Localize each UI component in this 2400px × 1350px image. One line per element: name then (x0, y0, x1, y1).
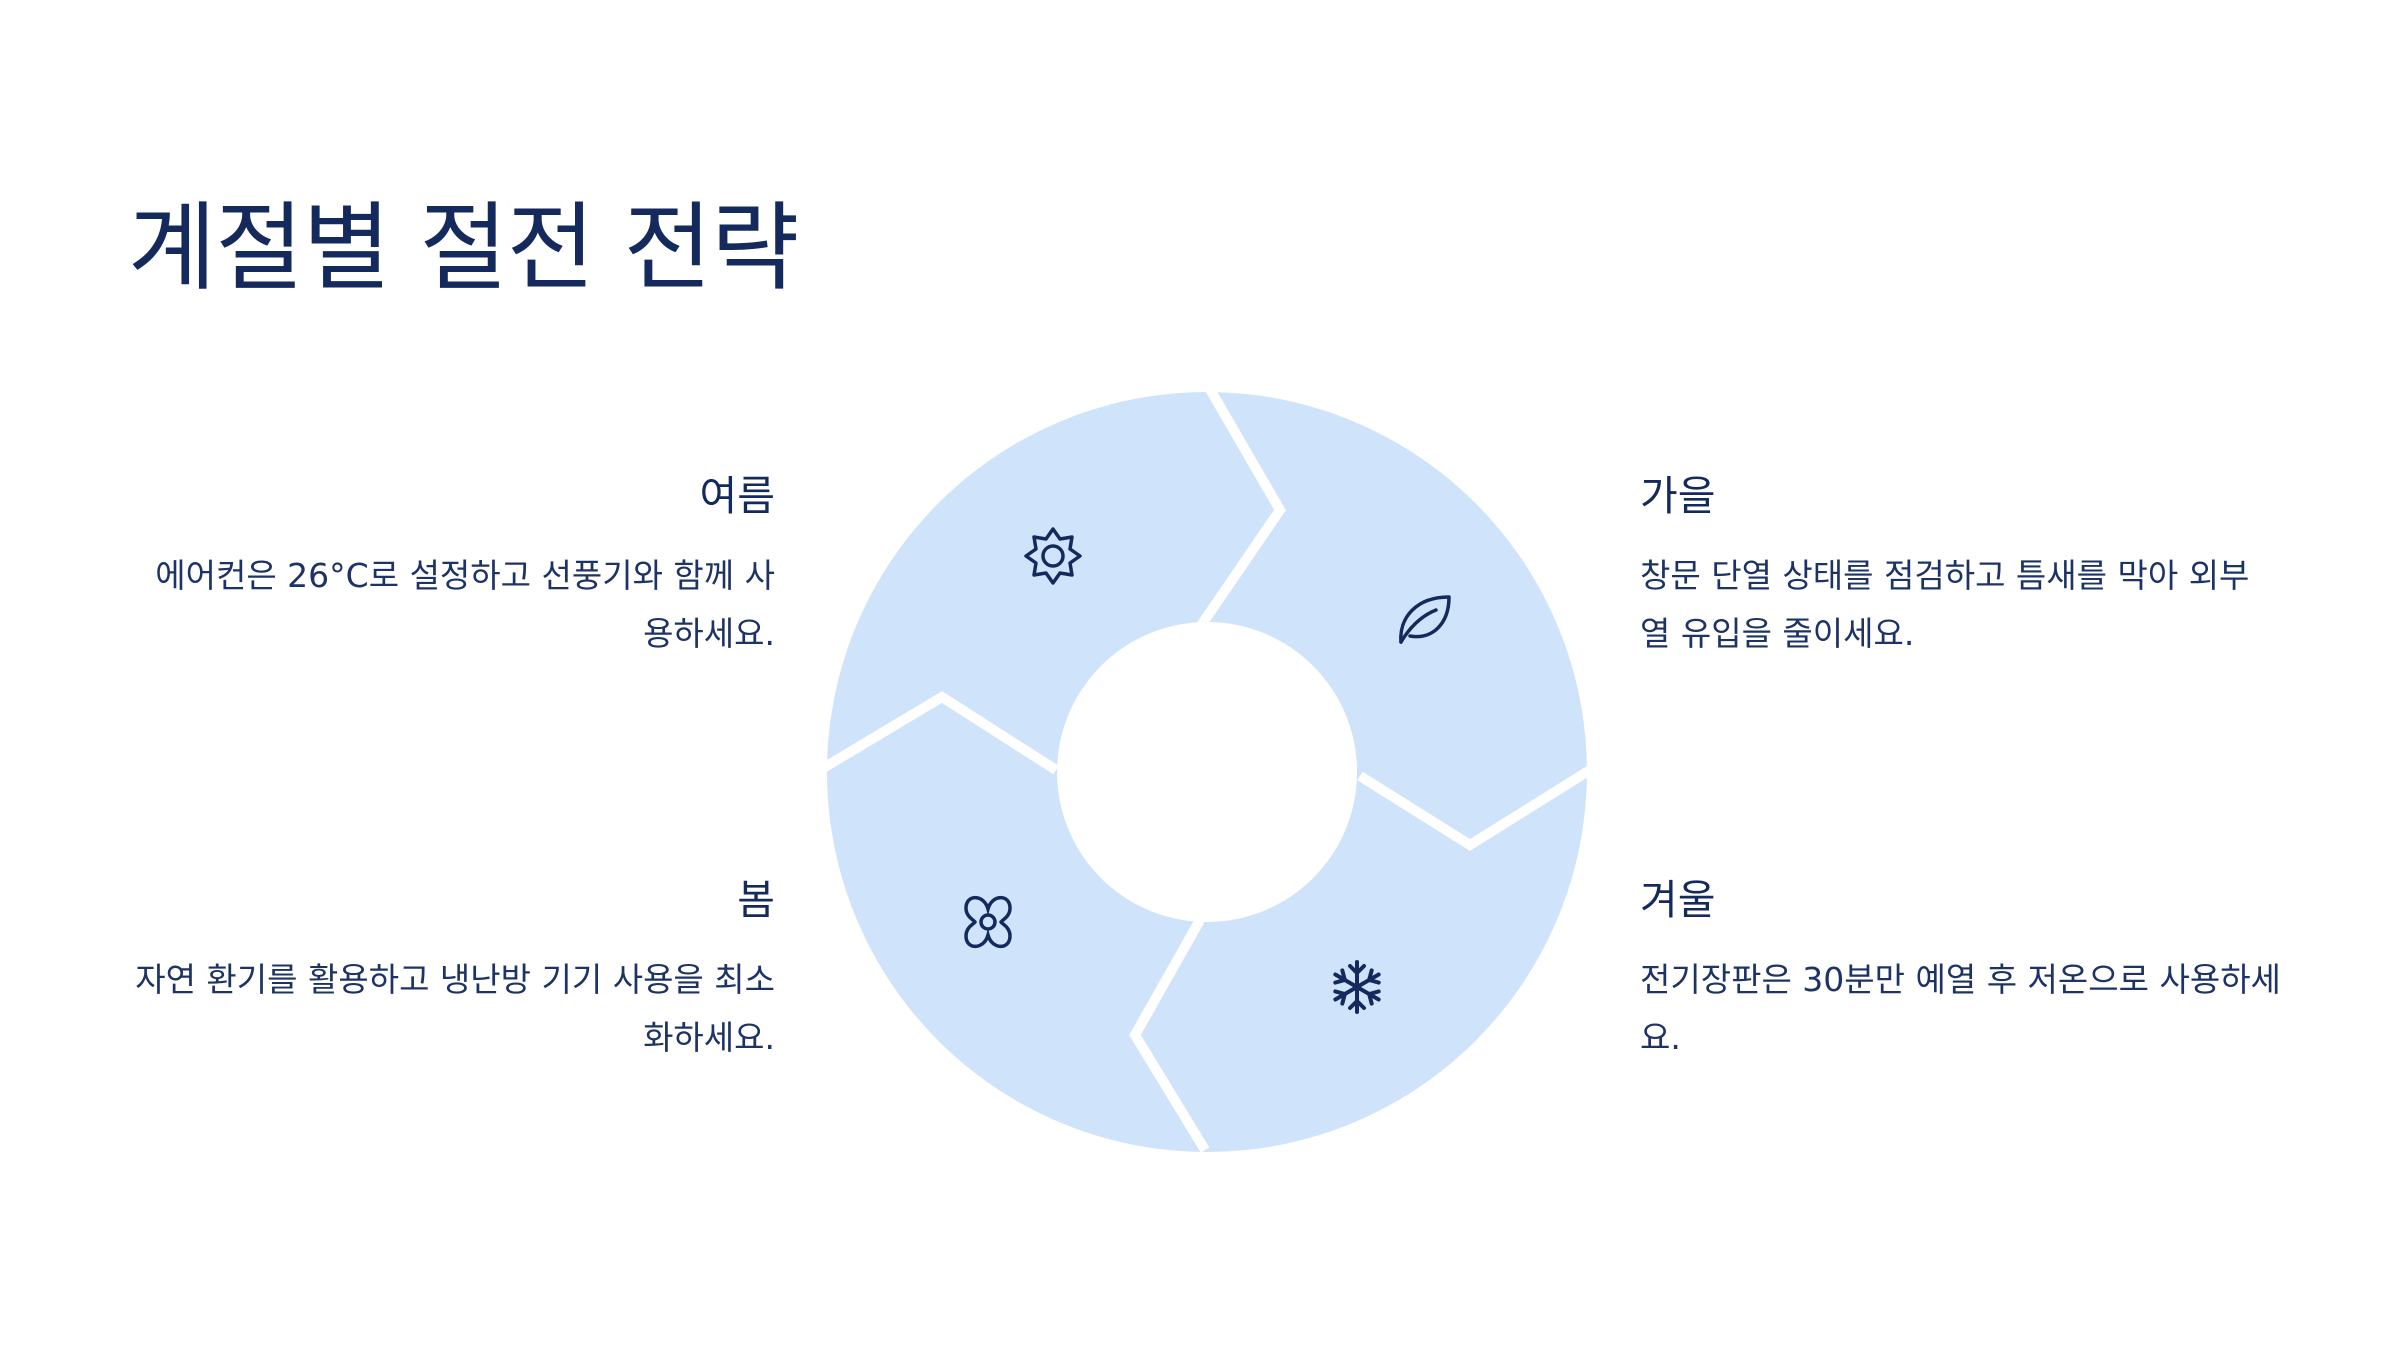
spring-block: 봄 자연 환기를 활용하고 냉난방 기기 사용을 최소화하세요. (125, 876, 775, 1067)
sun-icon (1024, 527, 1082, 585)
summer-block: 여름 에어컨은 26°C로 설정하고 선풍기와 함께 사용하세요. (125, 472, 775, 663)
page-title: 계절별 절전 전략 (128, 192, 799, 304)
summer-description: 에어컨은 26°C로 설정하고 선풍기와 함께 사용하세요. (155, 556, 775, 654)
winter-description: 전기장판은 30분만 예열 후 저온으로 사용하세요. (1640, 960, 2281, 1058)
cycle-ring (826, 392, 1587, 1153)
autumn-title: 가을 (1640, 472, 1716, 520)
summer-title: 여름 (699, 472, 775, 520)
flower-icon (964, 895, 1012, 949)
spring-title: 봄 (737, 876, 775, 924)
autumn-description: 창문 단열 상태를 점검하고 틈새를 막아 외부 열 유입을 줄이세요. (1640, 556, 2250, 654)
autumn-block: 가을 창문 단열 상태를 점검하고 틈새를 막아 외부 열 유입을 줄이세요. (1640, 472, 2290, 663)
spring-description: 자연 환기를 활용하고 냉난방 기기 사용을 최소화하세요. (135, 960, 775, 1058)
leaf-icon (1399, 595, 1451, 644)
winter-title: 겨울 (1640, 876, 1716, 924)
winter-block: 겨울 전기장판은 30분만 예열 후 저온으로 사용하세요. (1640, 876, 2290, 1067)
snowflake-icon (1333, 960, 1381, 1014)
